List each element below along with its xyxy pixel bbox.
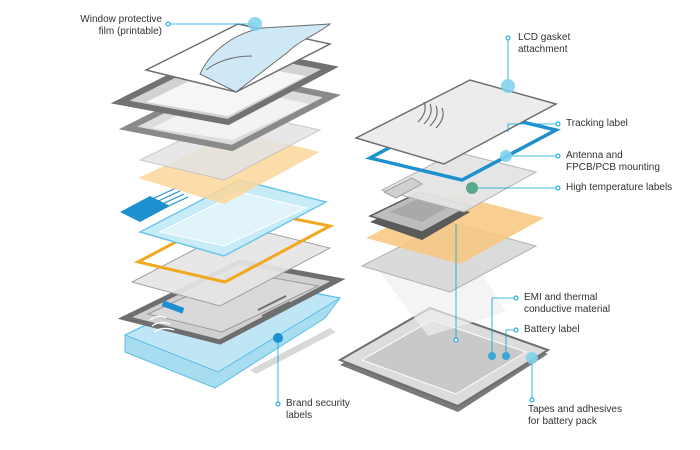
label-tapes: Tapes and adhesives for battery pack <box>528 404 668 427</box>
label-tapes-line1: Tapes and adhesives <box>528 404 622 415</box>
label-brand-security: Brand security labels <box>286 398 396 421</box>
antenna-dot <box>500 150 512 162</box>
label-tracking: Tracking label <box>566 118 696 130</box>
battery-tray-inner <box>360 319 528 395</box>
label-window-film-line1: Window protective <box>80 14 162 25</box>
label-brand-security-line1: Brand security <box>286 398 350 409</box>
panel-stripes <box>257 295 291 317</box>
label-tapes-line2: for battery pack <box>528 415 597 427</box>
label-window-film: Window protective film (printable) <box>40 14 162 37</box>
window-film-peel <box>199 23 332 93</box>
emi-dot <box>488 352 496 360</box>
tapes-dot <box>526 352 538 364</box>
left-stack <box>110 17 346 407</box>
antenna-flex-tab <box>382 177 424 199</box>
label-high-temp-line1: High temperature labels <box>566 182 673 193</box>
label-emi: EMI and thermal conductive material <box>524 292 664 315</box>
window-film-curl <box>205 55 253 71</box>
left-blue-tab <box>161 300 185 314</box>
label-battery: Battery label <box>524 324 644 336</box>
tapes-anchor <box>529 397 535 403</box>
lcd-gasket-anchor <box>505 35 511 41</box>
brand-security-dot <box>273 333 283 343</box>
right-amber-layer <box>366 194 544 264</box>
brand-security-anchor <box>275 401 281 407</box>
tracking-anchor <box>555 121 561 127</box>
label-battery-line1: Battery label <box>524 324 580 335</box>
label-tracking-line1: Tracking label <box>566 118 628 129</box>
label-emi-line2: conductive material <box>524 303 611 315</box>
left-touch-inner <box>158 191 308 247</box>
label-lcd-gasket: LCD gasket attachment <box>518 32 648 55</box>
high-temp-anchor <box>555 185 561 191</box>
high-temp-dot <box>466 182 478 194</box>
gasket-flex-icon <box>417 101 444 129</box>
label-lcd-gasket-line1: LCD gasket <box>518 32 571 43</box>
battery-tray-anchor <box>453 337 459 343</box>
label-antenna-line1: Antenna and <box>566 150 623 161</box>
antenna-anchor <box>555 153 561 159</box>
emi-anchor <box>513 295 519 301</box>
lcd-gasket-sheet <box>353 79 558 165</box>
right-stack <box>337 35 561 412</box>
lcd-gasket-dot <box>501 79 515 93</box>
window-film-anchor <box>165 21 171 27</box>
label-high-temp: High temperature labels <box>566 182 698 194</box>
label-window-film-line2: film (printable) <box>98 25 162 37</box>
flex-cable-icon <box>149 315 175 333</box>
battery-label-dot <box>502 352 510 360</box>
label-antenna-line2: FPCB/PCB mounting <box>566 161 660 173</box>
left-base-shadow <box>250 328 336 374</box>
fpc-connector <box>120 196 170 222</box>
label-emi-line1: EMI and thermal <box>524 292 598 303</box>
label-lcd-gasket-line2: attachment <box>518 43 568 55</box>
label-brand-security-line2: labels <box>286 409 313 421</box>
label-antenna: Antenna and FPCB/PCB mounting <box>566 150 696 173</box>
battery-label-anchor <box>513 327 519 333</box>
window-film-dot <box>248 17 262 31</box>
fpc-traces-icon <box>149 187 189 210</box>
antenna-layer <box>380 151 538 213</box>
